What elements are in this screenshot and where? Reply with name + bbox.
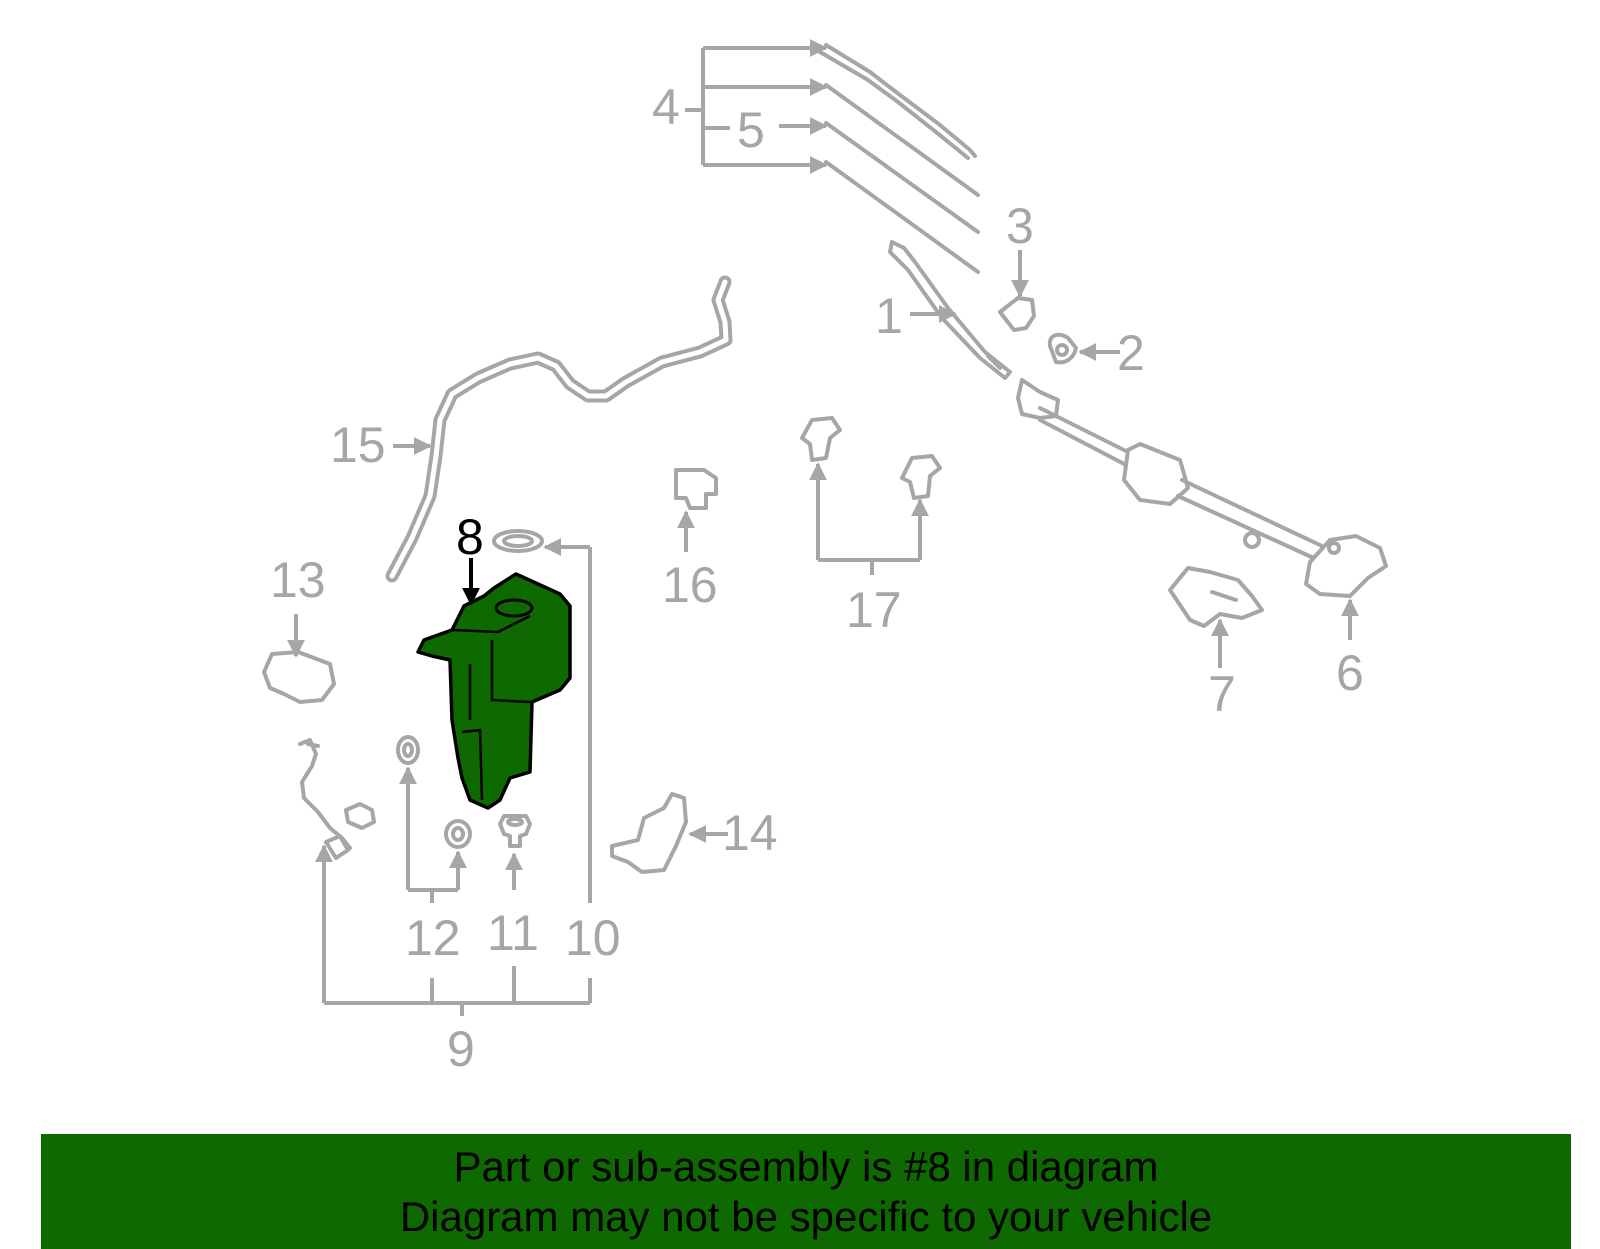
callout-3: 3 [1006,198,1034,254]
washer-pump-icon[interactable] [498,814,532,848]
bracket-icon[interactable] [610,792,688,874]
callout-5-leader [703,117,828,135]
info-banner: Part or sub-assembly is #8 in diagram Di… [41,1134,1571,1249]
grommet-upper-icon[interactable] [396,735,420,765]
wiper-linkage-icon[interactable] [1016,378,1388,598]
callout-9-bracket [315,844,592,1016]
banner-line-part: Part or sub-assembly is #8 in diagram [453,1142,1159,1190]
grommet-lower-icon[interactable] [444,819,472,849]
wiper-blade-4-icon[interactable] [818,43,977,160]
callout-15: 15 [330,417,386,473]
clip-icon[interactable] [674,468,718,510]
callout-4: 4 [652,79,680,135]
wiper-motor-icon[interactable] [1168,566,1264,628]
callout-12: 12 [405,910,461,966]
callout-4-leaders [685,39,828,174]
callout-10: 10 [565,910,621,966]
banner-line-disclaimer: Diagram may not be specific to your vehi… [399,1192,1213,1240]
callout-11: 11 [487,905,539,961]
seal-ring-icon[interactable] [492,529,544,553]
pivot-cap-icon[interactable] [998,296,1036,332]
callout-1: 1 [875,288,903,344]
callout-13: 13 [270,552,326,608]
washer-nozzle-right-icon[interactable] [900,454,942,500]
washer-nozzle-left-icon[interactable] [800,416,842,462]
callout-16: 16 [662,557,718,613]
wiper-arm-icon[interactable] [888,240,1012,380]
wiper-blade-5-icon[interactable] [824,83,980,274]
callout-17-leaders [809,462,929,575]
callout-14: 14 [722,805,778,861]
callout-5: 5 [737,102,765,158]
callout-7: 7 [1208,666,1236,722]
washer-reservoir-icon[interactable] [416,572,572,810]
level-sensor-icon[interactable] [262,650,336,704]
washer-pump-harness-icon[interactable] [298,738,376,860]
callout-8: 8 [456,509,484,565]
callout-6: 6 [1336,645,1364,701]
parts-diagram: 1 2 3 4 5 6 7 8 9 10 11 12 13 14 15 16 1… [262,39,1388,1077]
callout-10-leaders [543,538,592,903]
callout-2: 2 [1117,325,1145,381]
callout-9: 9 [447,1021,475,1077]
nut-icon[interactable] [1047,332,1078,365]
callout-12-leaders [399,766,467,903]
washer-hose-icon[interactable] [385,275,733,583]
callout-17: 17 [846,582,902,638]
